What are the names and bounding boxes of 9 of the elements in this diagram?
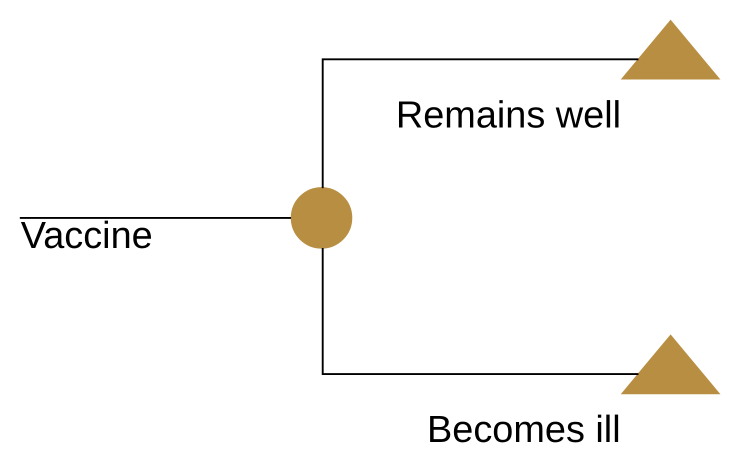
connector bbox=[322, 248, 638, 376]
node-label: Becomes ill bbox=[427, 409, 621, 452]
connector bbox=[322, 58, 638, 188]
node-circle bbox=[290, 187, 352, 249]
node-triangle bbox=[620, 334, 720, 394]
node-triangle bbox=[620, 20, 720, 80]
node-label: Remains well bbox=[396, 94, 622, 136]
edge-label: Vaccine bbox=[20, 215, 153, 258]
connector bbox=[20, 216, 291, 219]
